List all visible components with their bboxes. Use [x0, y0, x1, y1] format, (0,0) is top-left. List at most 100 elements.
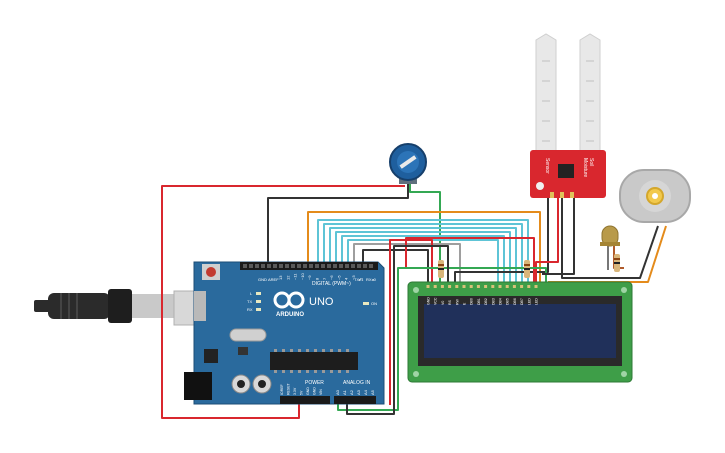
led-rx-indicator	[256, 308, 261, 311]
dc-motor-icon[interactable]	[619, 169, 691, 223]
lcd-pin-label-11: DB5	[506, 298, 510, 305]
digital-pin-label-5: 8	[315, 277, 320, 280]
lcd-screen	[424, 304, 616, 358]
sensor-mount-hole	[536, 182, 544, 190]
lcd-pin-label-6: DB0	[470, 298, 474, 305]
lcd-pin-hole-14[interactable]	[527, 285, 531, 288]
analog-pin-label-5: A5	[370, 389, 375, 395]
tx1-label: TX▸1	[354, 277, 364, 282]
wire-red-lcd	[389, 239, 433, 405]
analog-pin-label-1: A1	[342, 389, 347, 395]
power-header-label: POWER	[305, 380, 324, 386]
wire-cyan-2	[323, 223, 523, 285]
analog-header-label: ANALOG IN	[343, 380, 371, 386]
digital-pin-label-10: ~3	[351, 275, 356, 280]
analog-pin-label-0: A0	[335, 389, 340, 395]
aref-label: AREF	[268, 277, 279, 282]
lcd-pin-hole-8[interactable]	[484, 285, 488, 288]
lcd-pin-label-12: DB6	[513, 298, 517, 305]
lcd-pin-hole-13[interactable]	[520, 285, 524, 288]
lcd-pin-label-2: V0	[441, 301, 445, 305]
digital-pin-label-2: ~11	[293, 273, 298, 280]
lcd-pin-label-5: E	[463, 302, 467, 305]
smd-chip	[238, 347, 248, 355]
lcd-pin-label-10: DB4	[499, 298, 503, 305]
lcd-pin-label-15: LED	[535, 298, 539, 305]
arduino-board[interactable]: ARDUINO UNO DIGITAL (PWM~) AREF GND TX▸1…	[184, 261, 385, 405]
power-pin-label-5: GND	[313, 387, 317, 395]
analog-pin-label-2: A2	[349, 389, 354, 395]
analog-pin-label-4: A4	[363, 389, 368, 395]
rx-label: RX	[247, 307, 253, 312]
wire-black-sensor	[454, 198, 549, 285]
sensor-probe-traces	[542, 60, 594, 142]
arduino-brand: ARDUINO	[276, 312, 304, 318]
lcd-pin-label-9: DB3	[491, 298, 495, 305]
lcd-pin-hole-6[interactable]	[469, 285, 473, 288]
wire-black-motor	[561, 198, 659, 279]
wire-cyan-1	[317, 219, 529, 285]
on-label: ON	[371, 301, 377, 306]
led-on-indicator	[363, 302, 369, 305]
digital-pin-holes	[243, 264, 373, 268]
digital-pin-label-4: ~9	[307, 275, 312, 280]
power-pin-label-0: IOREF	[280, 384, 284, 395]
lcd-pin-hole-10[interactable]	[498, 285, 502, 288]
lcd-pin-hole-3[interactable]	[448, 285, 452, 288]
lcd-pin-hole-9[interactable]	[491, 285, 495, 288]
atmega-chip	[270, 352, 358, 370]
lcd-pin-hole-5[interactable]	[462, 285, 466, 288]
lcd-pin-hole-11[interactable]	[505, 285, 509, 288]
wire-green-analog	[337, 267, 547, 411]
wire-cyan-5	[341, 235, 505, 285]
digital-pin-label-6: 7	[322, 277, 327, 280]
lcd-pin-hole-1[interactable]	[433, 285, 437, 288]
analog-pin-label-3: A3	[356, 389, 361, 395]
lcd-mount-hole-2	[621, 287, 627, 293]
potentiometer-icon[interactable]	[389, 143, 427, 184]
led-l-indicator	[256, 292, 261, 295]
sensor-label-3: Sensor	[544, 158, 550, 174]
lcd-pin-label-14: LED	[527, 298, 531, 305]
digital-pin-label-8: ~5	[336, 275, 341, 280]
led-icon[interactable]	[600, 225, 620, 247]
lcd-pin-label-8: DB2	[484, 298, 488, 305]
power-pin-label-2: 3.3V	[293, 387, 297, 395]
lcd-pin-hole-12[interactable]	[512, 285, 516, 288]
usb-plug-icon[interactable]	[34, 289, 205, 326]
lcd-pin-hole-2[interactable]	[440, 285, 444, 288]
lcd-pin-label-1: VCC	[434, 297, 438, 305]
sensor-label-1: Soil	[588, 158, 594, 166]
lcd-mount-hole-3	[413, 371, 419, 377]
dc-jack	[184, 372, 212, 400]
gnd-label: GND	[258, 277, 267, 282]
lcd-pin-hole-4[interactable]	[455, 285, 459, 288]
lcd-mount-hole-1	[413, 287, 419, 293]
lcd-pin-label-4: RW	[455, 299, 459, 305]
wire-cyan-3	[329, 227, 517, 285]
wire-red-sensor	[535, 198, 559, 285]
analog-header-strip	[334, 396, 376, 404]
digital-pin-label-3: ~10	[300, 272, 305, 280]
lcd-pin-hole-0[interactable]	[426, 285, 430, 288]
lcd-pin-hole-15[interactable]	[534, 285, 538, 288]
power-pin-label-3: 5V	[300, 390, 304, 395]
wire-black-gnd	[267, 183, 409, 262]
lcd-pin-hole-7[interactable]	[476, 285, 480, 288]
arduino-model: UNO	[309, 296, 334, 308]
lcd-pin-label-13: DB7	[520, 298, 524, 305]
lcd-mount-hole-4	[621, 371, 627, 377]
capacitor-2-mark	[258, 380, 266, 388]
usb-socket	[194, 291, 206, 321]
led-tx-indicator	[256, 300, 261, 303]
soil-moisture-sensor[interactable]: Soil Moisture Sensor	[530, 33, 606, 198]
crystal	[229, 328, 267, 342]
digital-pin-label-11: 2	[358, 277, 363, 280]
tx-label: TX	[247, 299, 252, 304]
